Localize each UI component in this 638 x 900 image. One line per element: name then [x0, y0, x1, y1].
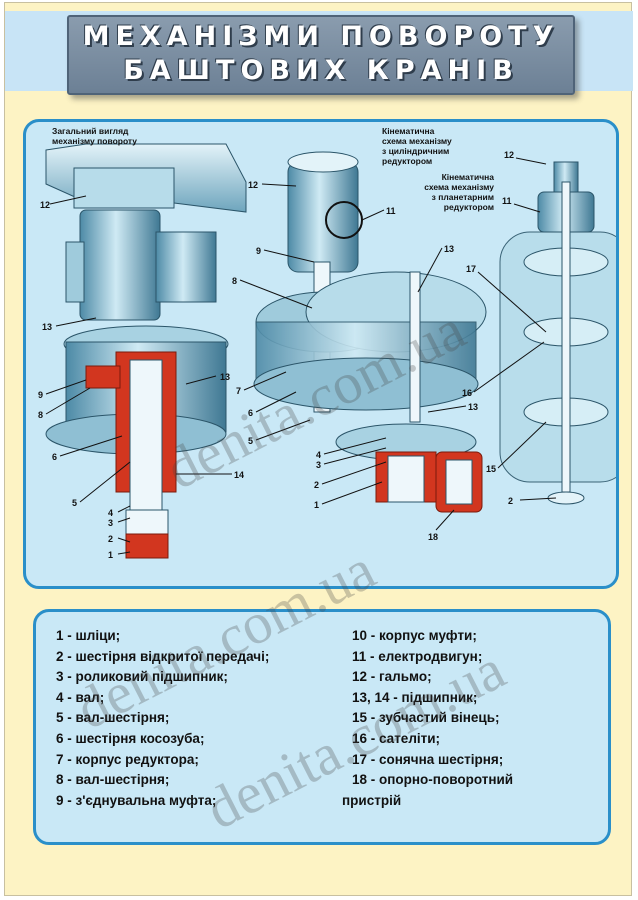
- fig3-label-2: 2: [508, 496, 513, 506]
- legend-panel: 1 - шліци; 2 - шестірня відкритої переда…: [33, 609, 611, 845]
- fig3-label-17: 17: [466, 264, 476, 274]
- general-view-figure: [45, 143, 247, 559]
- caption-cyl-line-3: з циліндричним: [382, 146, 449, 156]
- legend-item-2: 2 - шестірня відкритої передачі;: [56, 648, 270, 664]
- planetary-reducer-figure: [499, 161, 616, 505]
- fig1-label-5: 5: [72, 498, 77, 508]
- caption-general-line-1: Загальний вигляд: [52, 126, 129, 136]
- figure2-number-labels: 12 11 9 8 13 7 6 5 4 3 2 1 13 18: [232, 180, 478, 542]
- legend-item-8: 8 - вал-шестірня;: [56, 772, 170, 788]
- figure3-number-labels: 12 11 17 16 15 2: [462, 150, 514, 506]
- caption-cyl-line-1: Кінематична: [382, 126, 435, 136]
- fig2-label-13a: 13: [444, 244, 454, 254]
- fig1-label-13b: 13: [220, 372, 230, 382]
- fig1-label-3: 3: [108, 518, 113, 528]
- legend-item-7: 7 - корпус редуктора;: [56, 751, 199, 767]
- fig3-label-12: 12: [504, 150, 514, 160]
- fig1-label-4: 4: [108, 508, 113, 518]
- fig1-label-12: 12: [40, 200, 50, 210]
- fig1-label-6: 6: [52, 452, 57, 462]
- legend-item-16: 16 - сателіти;: [352, 730, 441, 746]
- legend-item-9: 9 - з'єднувальна муфта;: [56, 792, 217, 808]
- fig2-label-13b: 13: [468, 402, 478, 412]
- fig1-label-14: 14: [234, 470, 244, 480]
- legend-left-column: 1 - шліци; 2 - шестірня відкритої переда…: [56, 626, 269, 811]
- caption-plan-line-4: редуктором: [444, 202, 494, 212]
- fig1-label-8: 8: [38, 410, 43, 420]
- caption-general-line-2: механізму повороту: [52, 136, 137, 146]
- fig1-label-9: 9: [38, 390, 43, 400]
- caption-plan-line-3: з планетарним: [432, 192, 494, 202]
- fig2-label-8: 8: [232, 276, 237, 286]
- leader-lines: [45, 157, 557, 555]
- mechanism-illustrations: Загальний вигляд механізму повороту Кіне…: [38, 126, 616, 560]
- fig2-label-4: 4: [316, 450, 321, 460]
- fig1-label-13a: 13: [42, 322, 52, 332]
- legend-item-15: 15 - зубчастий вінець;: [352, 710, 500, 726]
- caption-planetary: Кінематична схема механізму з планетарни…: [424, 172, 494, 212]
- legend-item-18: 18 - опорно-поворотний: [352, 772, 514, 788]
- legend-item-1: 1 - шліци;: [56, 628, 121, 643]
- legend-item-4: 4 - вал;: [56, 689, 105, 705]
- fig3-label-16: 16: [462, 388, 472, 398]
- fig3-label-15: 15: [486, 464, 496, 474]
- fig1-label-2: 2: [108, 534, 113, 544]
- caption-general-view: Загальний вигляд механізму повороту: [52, 126, 137, 146]
- title-line-2: баштових кранів: [123, 55, 519, 86]
- legend-right-column: 10 - корпус муфти; 11 - електродвигун; 1…: [342, 626, 514, 811]
- illustration-panel: Загальний вигляд механізму повороту Кіне…: [23, 119, 619, 589]
- caption-cylindrical: Кінематична схема механізму з циліндричн…: [382, 126, 452, 166]
- figure1-number-labels: 12 13 9 8 13 6 5 14 4 3 2 1: [38, 200, 244, 560]
- fig2-label-3: 3: [316, 460, 321, 470]
- caption-plan-line-1: Кінематична: [442, 172, 495, 182]
- fig2-label-18: 18: [428, 532, 438, 542]
- legend-item-17: 17 - сонячна шестірня;: [352, 751, 504, 767]
- fig2-label-5: 5: [248, 436, 253, 446]
- fig2-label-9: 9: [256, 246, 261, 256]
- fig2-label-2: 2: [314, 480, 319, 490]
- fig2-label-7: 7: [236, 386, 241, 396]
- caption-cyl-line-4: редуктором: [382, 156, 432, 166]
- fig2-label-1: 1: [314, 500, 319, 510]
- cylindrical-reducer-figure: [253, 151, 487, 513]
- legend-item-12: 12 - гальмо;: [352, 669, 432, 685]
- fig1-label-1: 1: [108, 550, 113, 560]
- legend-item-13-14: 13, 14 - підшипник;: [352, 689, 478, 705]
- legend-item-11: 11 - електродвигун;: [352, 648, 483, 664]
- caption-plan-line-2: схема механізму: [424, 182, 494, 192]
- fig2-label-12: 12: [248, 180, 258, 190]
- legend-item-5: 5 - вал-шестірня;: [56, 710, 170, 726]
- title-line-1: Механізми повороту: [82, 21, 560, 52]
- legend-item-10: 10 - корпус муфти;: [352, 628, 477, 643]
- fig2-label-11: 11: [386, 206, 396, 216]
- fig3-label-11: 11: [502, 196, 512, 206]
- caption-cyl-line-2: схема механізму: [382, 136, 452, 146]
- legend-item-3: 3 - роликовий підшипник;: [56, 669, 228, 685]
- title-plate: Механізми повороту баштових кранів: [67, 15, 575, 95]
- poster: Механізми повороту баштових кранів: [4, 2, 633, 896]
- legend-item-6: 6 - шестірня косозуба;: [56, 730, 205, 746]
- fig2-label-6: 6: [248, 408, 253, 418]
- legend-item-18-cont: пристрій: [342, 792, 402, 808]
